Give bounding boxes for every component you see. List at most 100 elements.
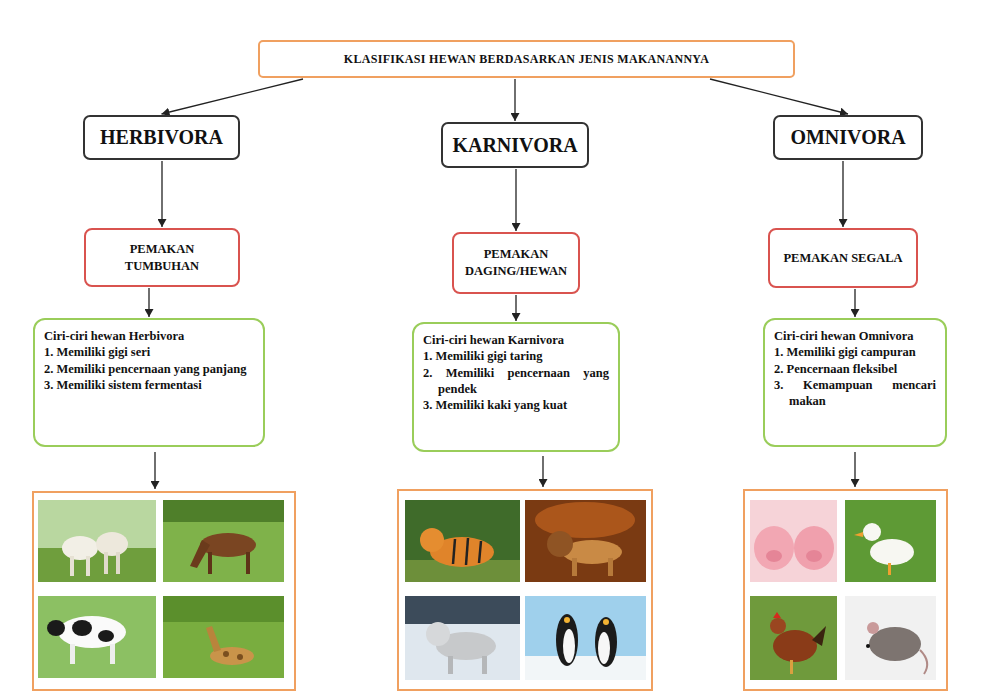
goat-leg [86,556,90,576]
goat-leg [116,552,120,574]
title-box: KLASIFIKASI HEWAN BERDASARKAN JENIS MAKA… [258,40,795,78]
rat-tail [920,650,927,674]
penguin-neck [603,619,609,625]
duck-head [863,523,881,541]
feature-item: 1. Memiliki gigi campuran [774,344,936,360]
tiger-stripe [479,541,481,563]
rat-photo [845,596,936,680]
feature-item: 1. Memiliki gigi taring [423,348,609,364]
cow-leg [70,644,75,664]
lion-photo [525,500,646,582]
cow-patch [72,620,92,636]
penguin-belly [563,629,575,663]
connector-arrow [842,161,843,227]
connector-arrow [161,161,162,227]
feature-heading: Ciri-ciri hewan Karnivora [423,332,609,348]
horse-neck [190,540,210,568]
lion-mane [547,531,573,557]
tiger-stripe [466,538,468,565]
feature-heading: Ciri-ciri hewan Omnivora [774,328,936,344]
category-box: KARNIVORA [441,122,589,168]
rat-eye [866,644,870,648]
penguin-belly [598,632,610,664]
feature-box: Ciri-ciri hewan Herbivora1. Memiliki gig… [33,318,265,447]
box-label: HERBIVORA [100,126,223,149]
penguin-photo [525,596,646,680]
wolf-head [426,622,450,646]
diet-box: PEMAKAN TUMBUHAN [84,228,240,287]
pig [794,526,834,570]
goat-leg [70,556,74,576]
feature-heading: Ciri-ciri hewan Herbivora [44,328,254,344]
connector-arrow [854,289,855,317]
duck-leg [888,563,891,575]
giraffe-photo [163,596,284,678]
wolf-leg [482,656,487,674]
pig-snout [766,550,782,562]
feature-box: Ciri-ciri hewan Omnivora1. Memiliki gigi… [763,318,947,447]
panel-arrow [542,456,543,487]
pig [754,526,794,570]
wolf-leg [448,656,453,674]
diet-box: PEMAKAN SEGALA [768,228,918,288]
giraffe-spot [237,654,243,660]
giraffe-spot [223,651,229,657]
duck-beak [854,532,863,537]
chicken-tail [812,626,826,646]
goat [96,532,128,556]
snow [525,656,646,680]
lion-leg [572,558,577,576]
dark-forest [405,596,520,624]
cow-leg [110,644,115,664]
box-label: OMNIVORA [790,126,905,149]
pig-snout [806,550,822,562]
chicken [773,630,817,662]
box-label: KLASIFIKASI HEWAN BERDASARKAN JENIS MAKA… [344,52,709,67]
box-label: PEMAKAN DAGING/HEWAN [464,246,568,280]
chicken-comb [773,612,781,618]
diet-box: PEMAKAN DAGING/HEWAN [452,232,580,294]
grass [38,548,156,582]
chicken-photo [750,596,837,680]
tiger-photo [405,500,520,582]
box-label: PEMAKAN SEGALA [783,250,902,267]
chicken-leg [790,660,793,674]
penguin-neck [564,617,570,623]
category-box: HERBIVORA [83,115,240,160]
giraffe-neck [206,626,221,652]
bushes [163,596,284,622]
chicken-head [770,618,786,634]
wolf-photo [405,596,520,680]
connector-arrow [515,169,516,231]
box-label: KARNIVORA [452,134,577,157]
box-label: PEMAKAN TUMBUHAN [96,241,228,275]
horse-leg [208,552,212,574]
tiger-head [420,528,444,552]
duck-photo [845,500,936,582]
feature-box: Ciri-ciri hewan Karnivora1. Memiliki gig… [412,322,620,452]
feature-item: 2. Memiliki pencernaan yang panjang [44,361,254,377]
cow [58,616,126,648]
panel-arrow [854,452,855,487]
horse-leg [246,552,250,574]
connector-arrow [162,79,304,114]
penguin [556,614,578,666]
horse-photo [163,500,284,582]
photo-panel [744,490,947,690]
feature-item: 2. Pencernaan fleksibel [774,361,936,377]
connector-arrow [515,295,516,321]
glow [535,502,635,538]
goat-leg [104,552,108,574]
photo-panel [398,490,652,690]
photo-panel [33,492,295,690]
cow-patch [98,630,114,642]
lion-leg [608,558,613,576]
duck [870,539,914,565]
panel-arrow [154,452,155,489]
connector-arrow [148,288,149,317]
connector-arrow [514,79,515,121]
feature-item: 1. Memiliki gigi seri [44,344,254,360]
tiger-stripe [453,539,455,564]
rat-ear [867,622,879,634]
